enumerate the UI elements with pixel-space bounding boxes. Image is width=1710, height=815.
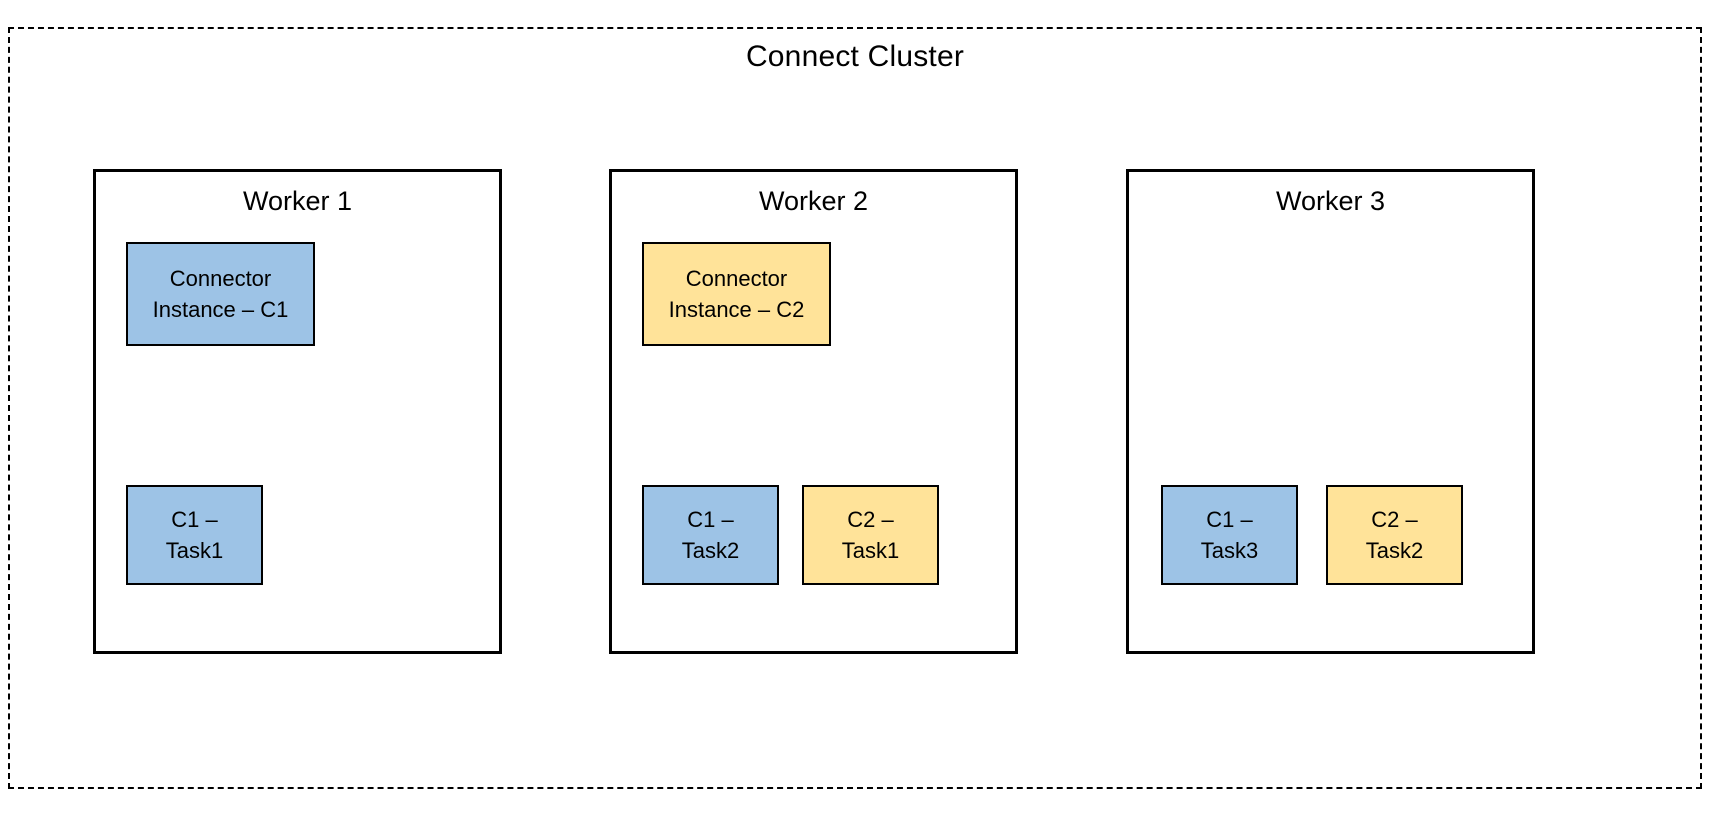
worker-title-1: Worker 1 [242, 186, 353, 216]
task-node-c1-task3[interactable]: C1 – Task3 [1161, 485, 1298, 585]
task-node-c2-task1-line2: Task1 [841, 538, 900, 563]
cluster-title: Connect Cluster [745, 40, 965, 73]
task-node-c1-task1-line2: Task1 [165, 538, 224, 563]
connector-instance-c2[interactable]: Connector Instance – C2 [642, 242, 831, 346]
task-node-c2-task2[interactable]: C2 – Task2 [1326, 485, 1463, 585]
task-node-c2-task1[interactable]: C2 – Task1 [802, 485, 939, 585]
connector-instance-c2-line1: Connector [685, 266, 788, 291]
task-node-c2-task1-line1: C2 – [847, 507, 894, 532]
task-node-c1-task2-line2: Task2 [681, 538, 740, 563]
connect-cluster-boundary: Connect Cluster Worker 1 Connector Insta… [8, 27, 1702, 789]
task-node-c1-task2[interactable]: C1 – Task2 [642, 485, 779, 585]
task-node-c2-task2-line2: Task2 [1365, 538, 1424, 563]
connector-instance-c1[interactable]: Connector Instance – C1 [126, 242, 315, 346]
task-node-c1-task3-line1: C1 – [1206, 507, 1253, 532]
worker-box-1[interactable]: Worker 1 Connector Instance – C1 C1 – Ta… [93, 169, 502, 654]
task-node-c1-task3-line2: Task3 [1200, 538, 1259, 563]
connector-instance-c2-line2: Instance – C2 [668, 297, 805, 322]
task-node-c2-task2-line1: C2 – [1371, 507, 1418, 532]
task-node-c1-task1[interactable]: C1 – Task1 [126, 485, 263, 585]
task-node-c1-task1-line1: C1 – [171, 507, 218, 532]
task-node-c1-task2-line1: C1 – [687, 507, 734, 532]
worker-title-2: Worker 2 [758, 186, 869, 216]
worker-box-2[interactable]: Worker 2 Connector Instance – C2 C1 – Ta… [609, 169, 1018, 654]
worker-box-3[interactable]: Worker 3 C1 – Task3 C2 – Task2 [1126, 169, 1535, 654]
connector-instance-c1-line2: Instance – C1 [152, 297, 289, 322]
worker-title-3: Worker 3 [1275, 186, 1386, 216]
connector-instance-c1-line1: Connector [169, 266, 272, 291]
